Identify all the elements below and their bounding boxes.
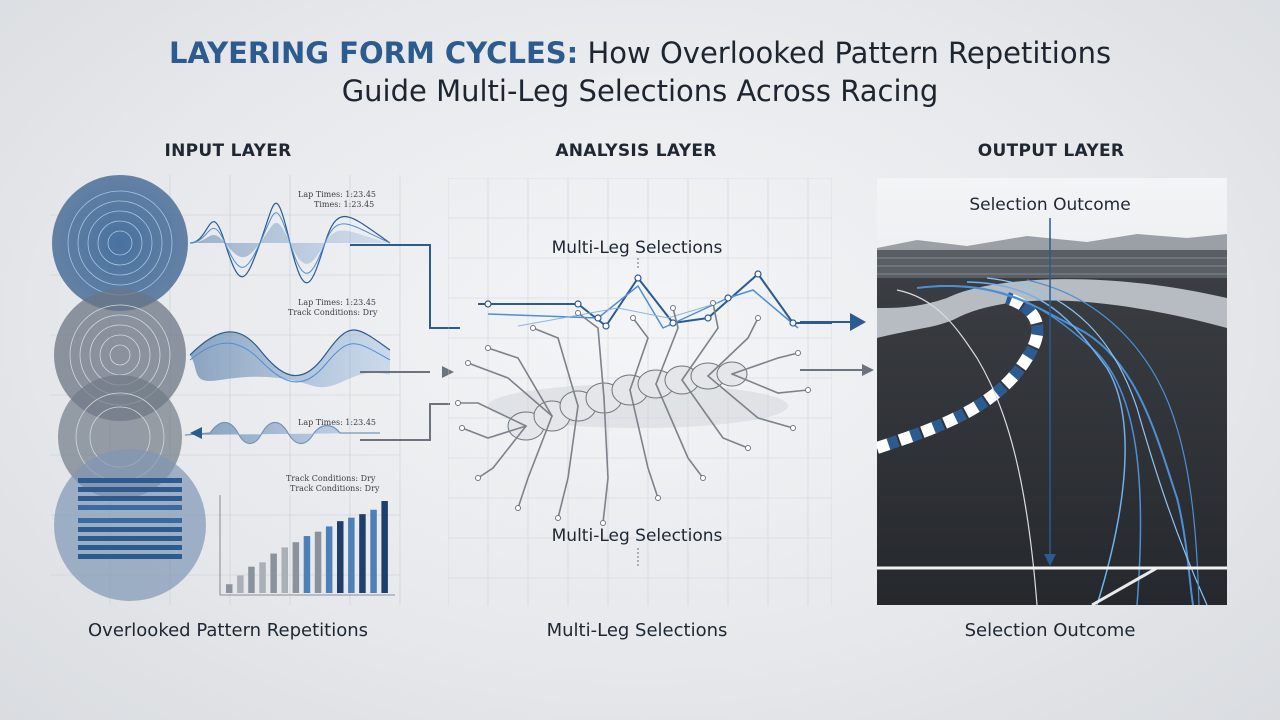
- title-highlight: LAYERING FORM CYCLES:: [168, 36, 579, 70]
- bar: [348, 517, 355, 593]
- output-connectors: [800, 313, 874, 376]
- title-line2: Guide Multi-Leg Selections Across Racing: [341, 74, 939, 108]
- striped-pattern: [54, 449, 206, 601]
- analysis-layer-heading: ANALYSIS LAYER: [555, 141, 717, 161]
- bar: [292, 542, 300, 593]
- lap-times-label-2: Lap Times: 1:23.45: [298, 298, 376, 307]
- output-top-label: Selection Outcome: [969, 195, 1131, 215]
- output-layer-heading: OUTPUT LAYER: [977, 141, 1125, 161]
- bar: [381, 501, 388, 593]
- lap-times-label-1: Lap Times: 1:23.45: [298, 190, 376, 199]
- input-layer-heading: INPUT LAYER: [164, 141, 292, 161]
- selection-lines: [478, 273, 832, 329]
- analysis-panel: [448, 178, 832, 606]
- racing-lines: [896, 277, 1208, 605]
- analysis-top-label: Multi-Leg Selections: [551, 238, 723, 258]
- page-title: LAYERING FORM CYCLES: How Overlooked Pat…: [0, 34, 1280, 110]
- centipede-network: [455, 300, 811, 526]
- input-panel: Lap Times: 1:23.45 Times: 1:23.45 Lap Ti…: [50, 175, 401, 605]
- output-caption: Selection Outcome: [964, 620, 1136, 641]
- bar: [337, 521, 344, 593]
- track-surface: [877, 278, 1227, 605]
- radial-pattern-1: [52, 175, 188, 311]
- track-infield: [877, 279, 1227, 338]
- bar: [248, 566, 255, 593]
- bar: [237, 575, 244, 593]
- track-conditions-label-2: Track Conditions: Dry: [286, 474, 376, 483]
- wave-signal-2: [189, 329, 391, 388]
- bar: [303, 536, 311, 593]
- title-rest: How Overlooked Pattern Repetitions: [578, 36, 1112, 70]
- wave-signal-1: [189, 202, 391, 284]
- bar: [270, 553, 277, 593]
- bar: [370, 509, 377, 593]
- arrow-head-icon: [850, 313, 866, 331]
- track-conditions-label-1: Track Conditions: Dry: [288, 308, 378, 317]
- input-caption: Overlooked Pattern Repetitions: [88, 620, 368, 641]
- grandstand-rows: [877, 257, 1227, 275]
- bar: [259, 562, 266, 593]
- grandstand: [877, 250, 1227, 280]
- wave-signal-3: [184, 421, 380, 445]
- output-panel: [877, 178, 1227, 605]
- selection-nodes: [484, 270, 797, 330]
- bar: [281, 547, 288, 593]
- curb: [877, 292, 1044, 454]
- lap-times-label-3: Lap Times: 1:23.45: [298, 418, 376, 427]
- bar: [359, 514, 366, 593]
- arrow-down-icon: [1044, 554, 1056, 566]
- input-connectors: [350, 244, 460, 441]
- times-label: Times: 1:23.45: [314, 200, 374, 209]
- analysis-bottom-label: Multi-Leg Selections: [551, 526, 723, 546]
- bar: [325, 526, 333, 593]
- arrow-head-icon: [862, 364, 874, 376]
- bar-chart: [226, 501, 388, 593]
- analysis-caption: Multi-Leg Selections: [546, 620, 728, 641]
- bar: [314, 531, 322, 593]
- bar: [226, 584, 233, 593]
- track-conditions-label-3: Track Conditions: Dry: [290, 484, 380, 493]
